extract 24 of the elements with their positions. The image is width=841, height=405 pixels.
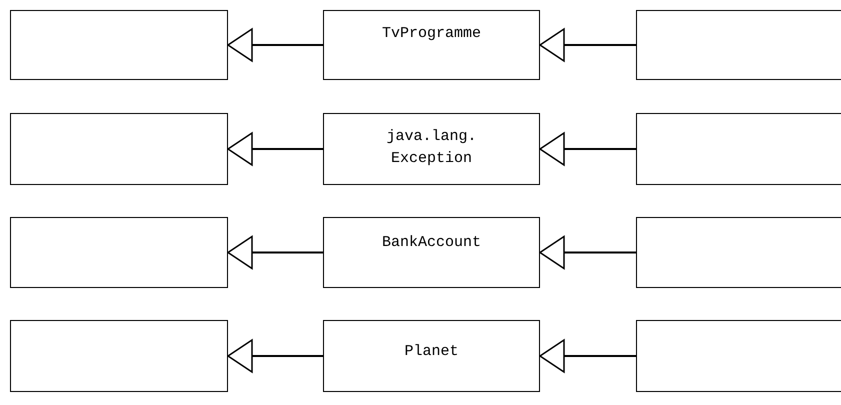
class-box bbox=[636, 320, 841, 392]
class-box bbox=[10, 320, 228, 392]
class-box bbox=[636, 10, 841, 80]
inheritance-arrow bbox=[539, 236, 636, 270]
class-name: BankAccount bbox=[382, 233, 482, 253]
class-name: java.lang. Exception bbox=[385, 127, 478, 169]
class-box bbox=[636, 113, 841, 185]
inheritance-arrow bbox=[227, 132, 323, 166]
inheritance-arrow bbox=[539, 28, 636, 62]
inheritance-arrow bbox=[227, 28, 323, 62]
inheritance-arrow bbox=[227, 339, 323, 373]
class-box bbox=[323, 113, 540, 185]
class-box bbox=[10, 217, 228, 288]
inheritance-arrow bbox=[539, 132, 636, 166]
class-box bbox=[323, 320, 540, 392]
class-box bbox=[636, 217, 841, 288]
class-box bbox=[10, 10, 228, 80]
class-name: Planet bbox=[404, 342, 458, 362]
class-box bbox=[323, 217, 540, 288]
inheritance-arrow bbox=[539, 339, 636, 373]
class-name: TvProgramme bbox=[382, 24, 482, 44]
class-box bbox=[10, 113, 228, 185]
class-box bbox=[323, 10, 540, 80]
inheritance-arrow bbox=[227, 236, 323, 270]
